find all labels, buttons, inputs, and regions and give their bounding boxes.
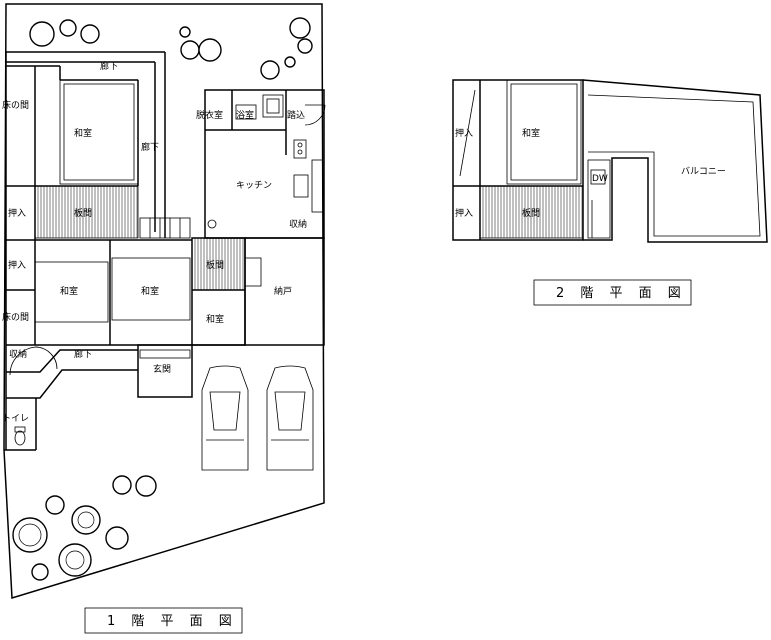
itama-hatch-3 [479, 185, 584, 239]
room-label: 床の間 [2, 311, 29, 323]
car-icon [201, 365, 249, 471]
room-label: 和室 [60, 285, 78, 297]
floor-hatching [482, 186, 583, 238]
bathtub-icon [262, 94, 284, 118]
itama-hatch-1 [34, 185, 139, 239]
floor1-title: 1 階 平 面 図 [107, 614, 238, 629]
room-label: 和室 [206, 313, 224, 325]
room-label: 廊下 [141, 141, 159, 153]
floor-hatching [194, 238, 244, 290]
room-label: DW [592, 174, 608, 184]
room-label: 押入 [455, 207, 473, 219]
room-label: 廊下 [74, 348, 92, 360]
stairs-icon [587, 159, 611, 239]
room-label: 収納 [289, 218, 307, 230]
room-label: トイレ [2, 414, 29, 424]
floor2-plan: 押入 和室 押入 板間 DW バルコニー 2 階 平 面 図 [452, 79, 768, 306]
room-label: 廊下 [100, 60, 118, 72]
stove-icon [293, 139, 307, 159]
floor2-title: 2 階 平 面 図 [556, 286, 687, 301]
car-icon [266, 365, 314, 471]
toilet-icon [14, 426, 26, 446]
room-label: 押入 [8, 207, 26, 219]
room-label: 踏込 [287, 109, 305, 121]
floor-hatching [37, 186, 138, 238]
room-label: 押入 [8, 259, 26, 271]
room-label: 和室 [74, 127, 92, 139]
room-label: 和室 [522, 127, 540, 139]
room-label: 和室 [141, 285, 159, 297]
room-label: 収納 [9, 348, 27, 360]
floor1-title-box [84, 607, 243, 634]
tree-icon [12, 17, 313, 581]
room-label: 押入 [455, 127, 473, 139]
sink-icon [235, 104, 257, 120]
door-swing-icon [9, 104, 326, 376]
room-label: キッチン [236, 180, 272, 191]
floor2-title-box [533, 279, 692, 306]
floor1-plan: 廊下 床の間 和室 廊下 押入 板間 脱衣室 浴室 踏込 キッチン 収納 押入 … [2, 3, 326, 634]
room-label: 脱衣室 [196, 109, 223, 121]
room-label: 床の間 [2, 99, 29, 111]
stairs-icon [139, 217, 191, 239]
room-label: バルコニー [681, 166, 726, 177]
room-label: 板間 [206, 259, 224, 271]
site-boundary [3, 3, 325, 599]
room-label: 玄関 [153, 363, 171, 375]
room-label: 浴室 [236, 109, 254, 121]
room-label: 納戸 [274, 285, 292, 297]
